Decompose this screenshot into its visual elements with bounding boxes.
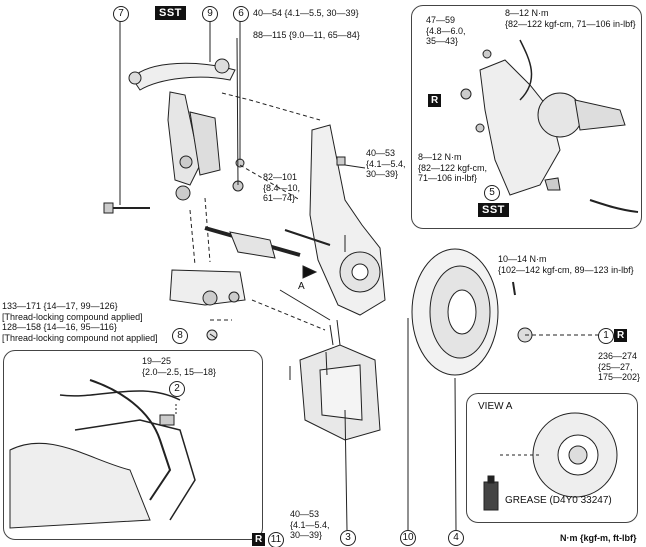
sst-tag-top: SST [155, 6, 186, 20]
inset-view-a [466, 393, 638, 523]
callout-1: 1 [598, 328, 614, 344]
callout-9: 9 [202, 6, 218, 22]
callout-5: 5 [484, 185, 500, 201]
callout-3: 3 [340, 530, 356, 546]
torque-label-88: 88—115 {9.0—11, 65—84} [253, 30, 360, 40]
torque-label-8-12-top: 8—12 N·m {82—122 kgf-cm, 71—106 in-lbf} [505, 8, 636, 29]
torque-label-8-12-middle: 8—12 N·m {82—122 kgf-cm, 71—106 in-lbf} [418, 152, 488, 183]
torque-label-236: 236—274 {25—27, 175—202} [598, 351, 641, 382]
torque-label-133: 133—171 {14—17, 99—126} [Thread-locking … [2, 301, 158, 343]
torque-label-82: 82—101 {8.4—10, 61—74} [263, 172, 301, 203]
r-tag-bottom: R [252, 533, 266, 546]
callout-7: 7 [113, 6, 129, 22]
callout-11: 11 [268, 532, 284, 547]
callout-6: 6 [233, 6, 249, 22]
torque-label-47: 47—59 {4.8—6.0, 35—43} [426, 15, 466, 46]
view-a-title: VIEW A [478, 401, 513, 412]
torque-label-10-14: 10—14 N·m {102—142 kgf-cm, 89—123 in-lbf… [498, 254, 634, 275]
sst-tag-inset: SST [478, 203, 509, 217]
callout-10: 10 [400, 530, 416, 546]
torque-label-40-53-bottom: 40—53 {4.1—5.4, 30—39} [290, 509, 330, 540]
callout-8: 8 [172, 328, 188, 344]
units-legend: N·m {kgf-m, ft-lbf} [560, 533, 637, 543]
r-tag-inset: R [428, 94, 442, 107]
callout-4: 4 [448, 530, 464, 546]
grease-label: GREASE (D4Y0 33247) [505, 495, 612, 506]
inset-hub-detail [411, 5, 642, 229]
inset-drive-shaft-detail [3, 350, 263, 540]
arrow-a-label: A [298, 281, 305, 292]
torque-label-6: 40—54 {4.1—5.5, 30—39} [253, 8, 359, 18]
r-tag-hub-nut: R [614, 329, 628, 342]
torque-label-19: 19—25 {2.0—2.5, 15—18} [142, 356, 217, 377]
callout-2: 2 [169, 381, 185, 397]
torque-label-40-53-top: 40—53 {4.1—5.4, 30—39} [366, 148, 406, 179]
